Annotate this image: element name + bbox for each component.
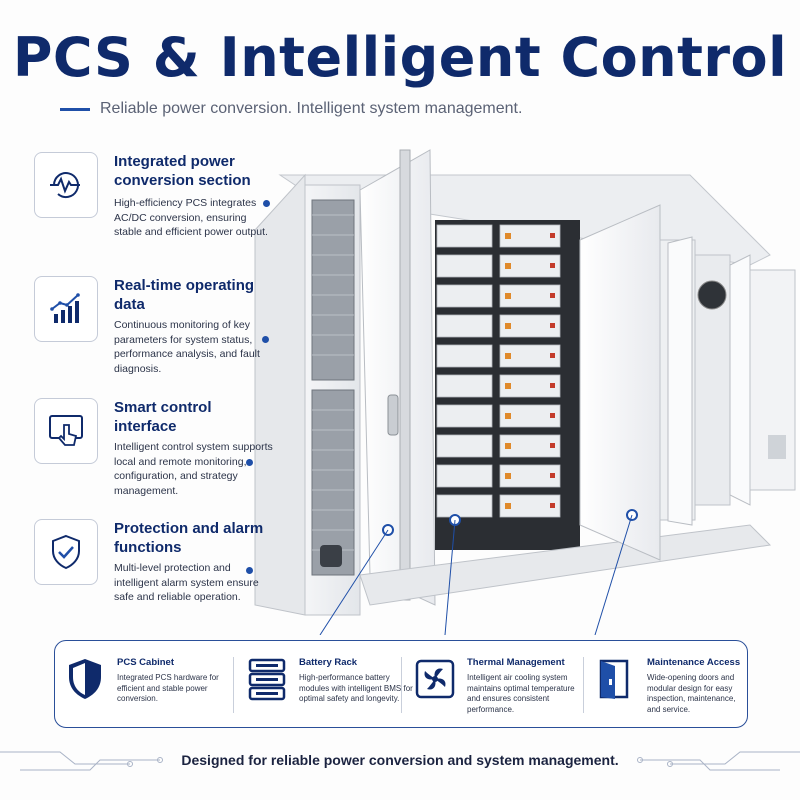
feature-title: Protection and alarm functions [114, 520, 264, 556]
divider [401, 657, 402, 713]
component-maintenance-access: Maintenance Access Wide-opening doors an… [595, 653, 745, 717]
component-title: Thermal Management [467, 657, 565, 668]
feature-protection-alarm: Protection and alarm functions Multi-lev… [34, 519, 264, 629]
feature-description: Multi-level protection and intelligent a… [114, 562, 259, 603]
callout-dot [263, 200, 270, 207]
page-subtitle: Reliable power conversion. Intelligent s… [100, 100, 523, 117]
component-pcs-cabinet: PCS Cabinet Integrated PCS hardware for … [65, 653, 235, 717]
divider [583, 657, 584, 713]
pulse-circle-icon [34, 152, 98, 218]
component-panel: PCS Cabinet Integrated PCS hardware for … [54, 640, 748, 728]
fan-icon [415, 659, 455, 699]
component-description: Intelligent air cooling system maintains… [467, 673, 575, 714]
component-description: High-performance battery modules with in… [299, 673, 413, 703]
touch-screen-icon [34, 398, 98, 464]
pcs-cabinet-shield-icon [69, 659, 101, 699]
callout-dot [246, 459, 253, 466]
feature-description: Continuous monitoring of key parameters … [114, 319, 260, 375]
feature-real-time-data: Real-time operating data Continuous moni… [34, 276, 269, 386]
subtitle-accent-line [60, 108, 90, 111]
divider [233, 657, 234, 713]
component-title: Maintenance Access [647, 657, 741, 668]
callout-dot [246, 567, 253, 574]
feature-description: Intelligent control system supports loca… [114, 441, 273, 497]
bar-chart-growth-icon [34, 276, 98, 342]
component-description: Integrated PCS hardware for efficient an… [117, 673, 219, 703]
energy-storage-container-illustration [254, 149, 796, 635]
feature-title: Real-time operating data [114, 277, 255, 313]
page-title: PCS & Intelligent Control [12, 26, 788, 89]
component-title: PCS Cabinet [117, 657, 175, 668]
feature-title: Integrated power conversion section [114, 153, 251, 189]
footer-tagline: Designed for reliable power conversion a… [181, 752, 619, 768]
feature-smart-control: Smart control interface Intelligent cont… [34, 398, 273, 508]
door-open-icon [599, 659, 629, 699]
feature-description: High-efficiency PCS integrates AC/DC con… [114, 197, 268, 238]
circuit-decoration-left [0, 751, 163, 771]
component-battery-rack: Battery Rack High-performance battery mo… [247, 653, 417, 717]
circuit-decoration-right [637, 751, 800, 771]
feature-integrated-power: Integrated power conversion section High… [34, 152, 270, 262]
callout-dot [262, 336, 269, 343]
shield-check-icon [34, 519, 98, 585]
component-description: Wide-opening doors and modular design fo… [647, 673, 736, 714]
component-thermal-management: Thermal Management Intelligent air cooli… [415, 653, 585, 717]
battery-rack-icon [248, 658, 286, 701]
component-title: Battery Rack [299, 657, 358, 668]
feature-title: Smart control interface [114, 399, 212, 435]
